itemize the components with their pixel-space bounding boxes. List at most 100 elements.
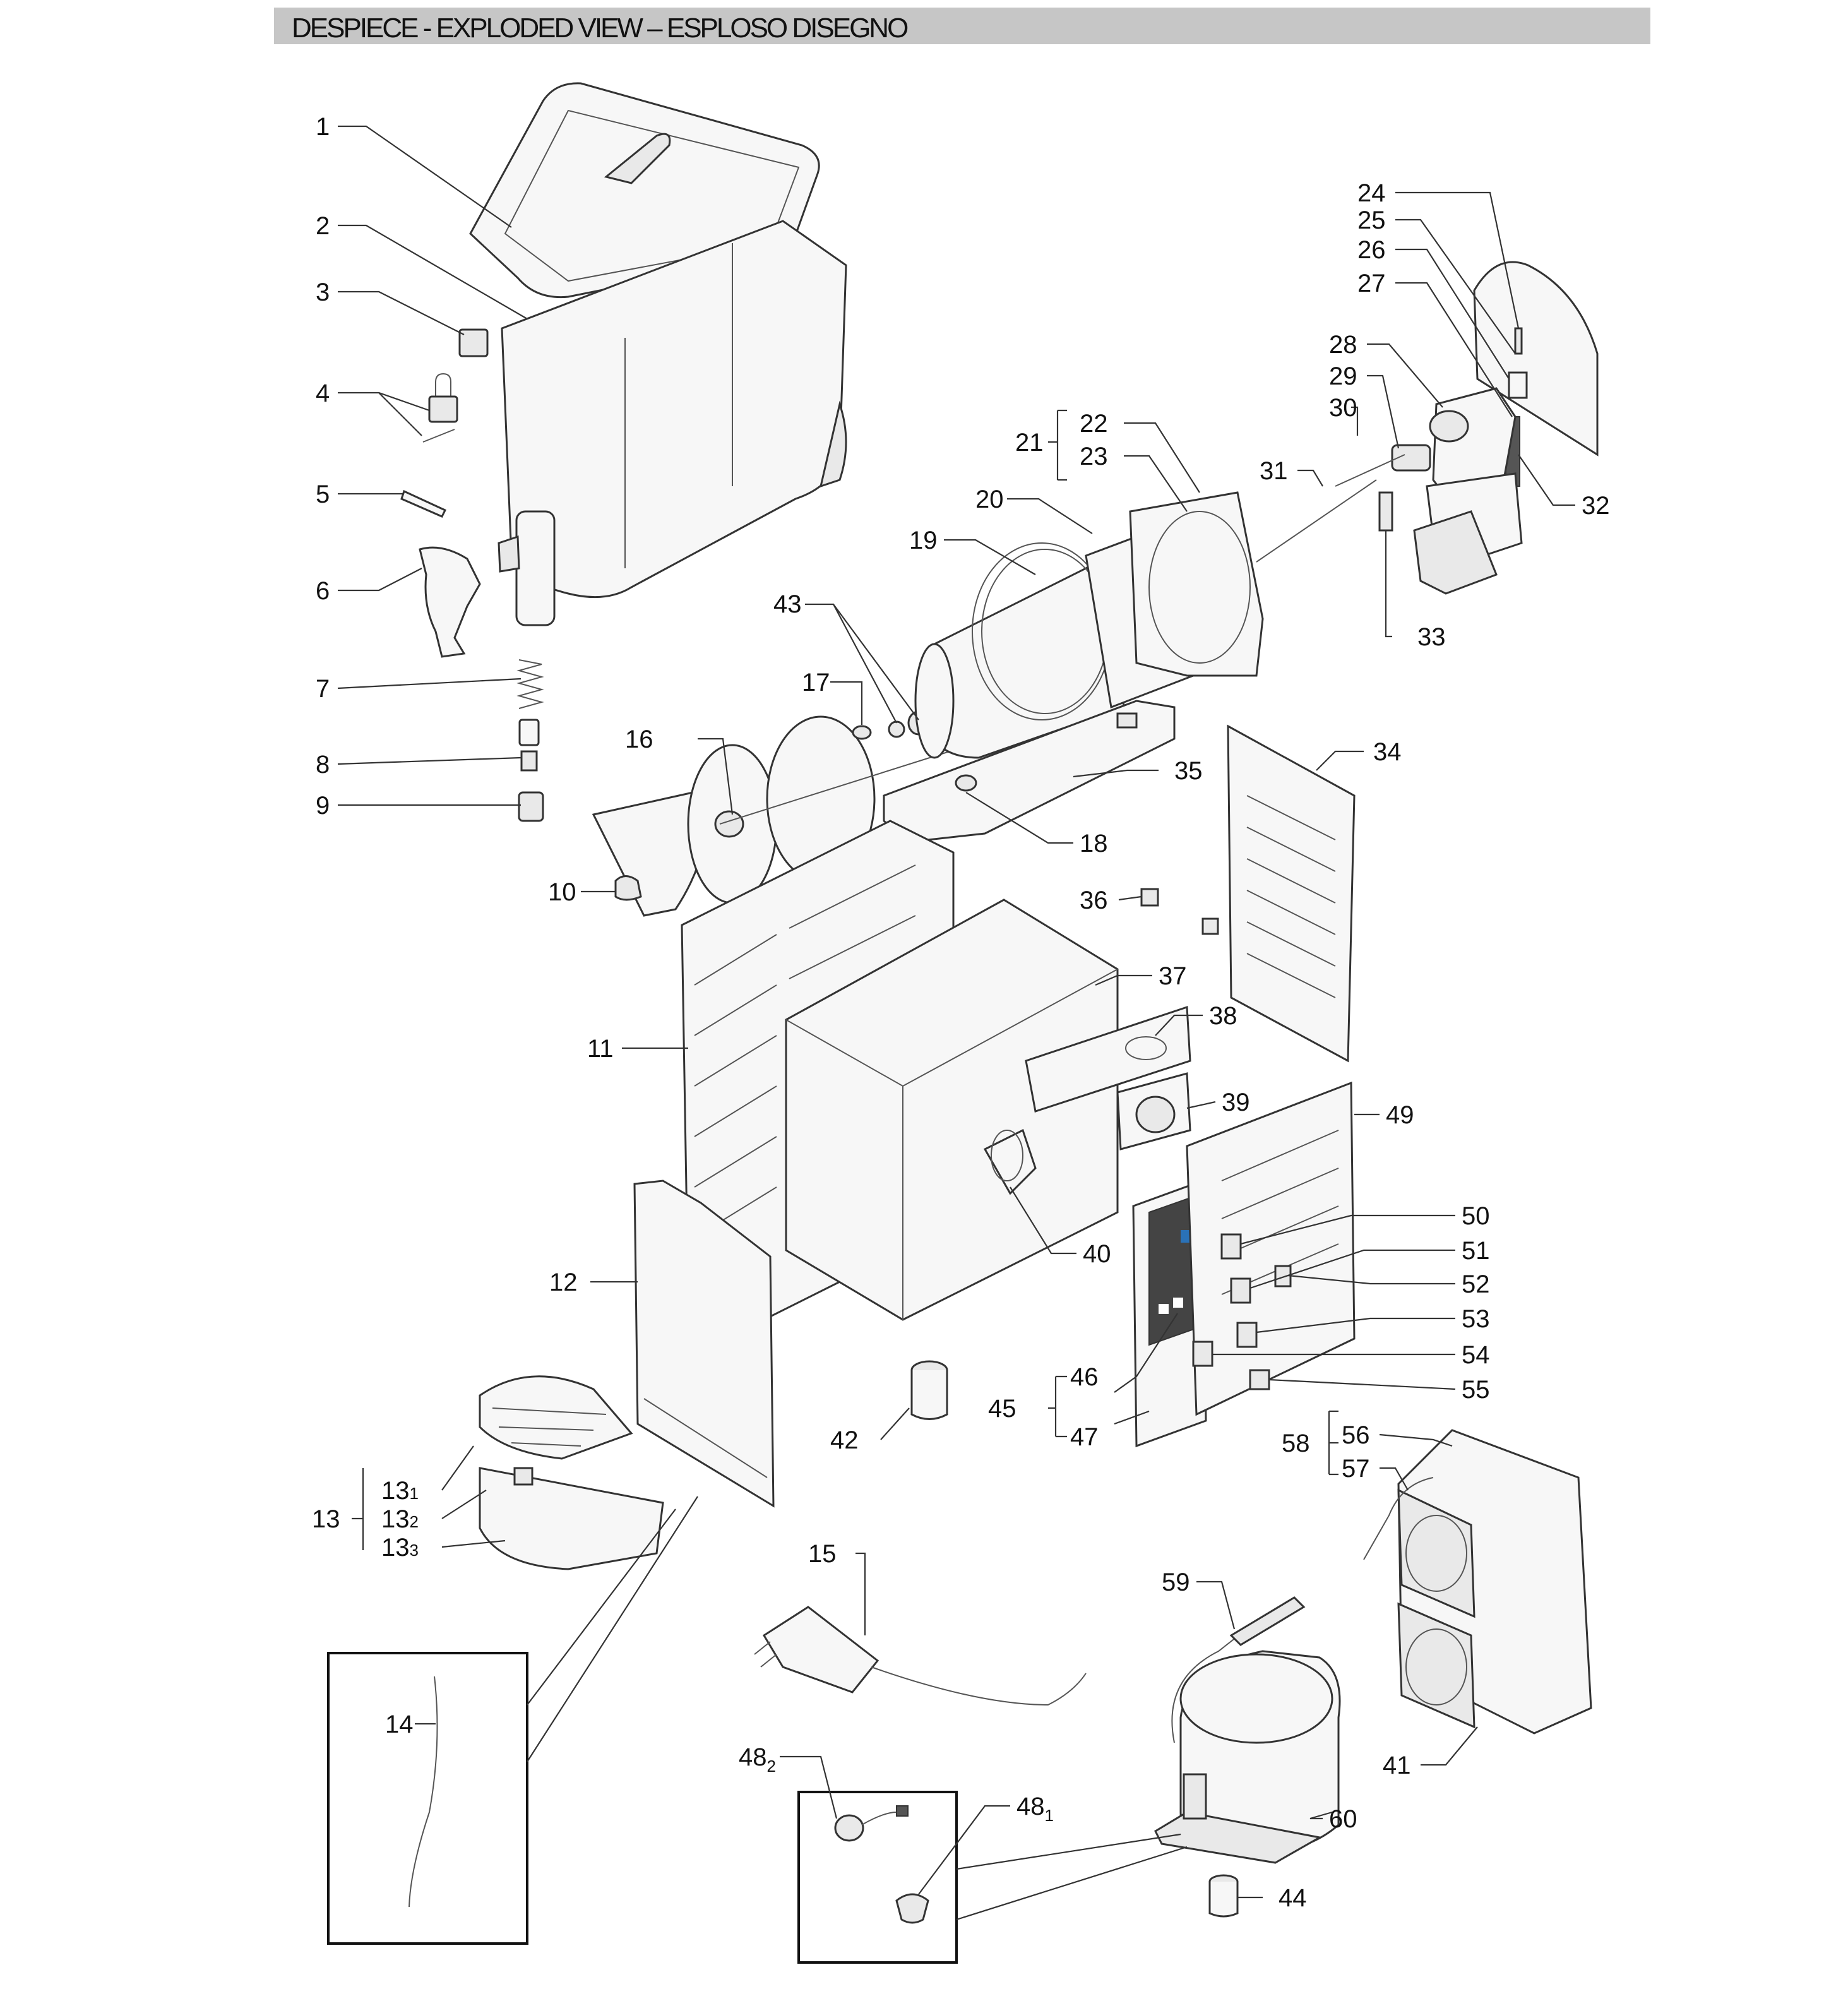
page-title: DESPIECE - EXPLODED VIEW – ESPLOSO DISEG…: [292, 13, 909, 44]
leader-lines: [337, 125, 1575, 1899]
label-12: 12: [549, 1269, 578, 1296]
label-7: 7: [316, 675, 330, 703]
part-8-valve: [518, 719, 540, 772]
part-41-condenser: [1397, 1429, 1592, 1735]
inset-14-pointer: [527, 1496, 698, 1762]
label-32: 32: [1582, 492, 1610, 520]
label-40: 40: [1083, 1240, 1111, 1268]
label-16: 16: [625, 726, 653, 753]
part-38-bracket: [1025, 1005, 1191, 1113]
part-36: [1140, 888, 1159, 907]
label-52: 52: [1462, 1270, 1490, 1298]
part-49-side-panel: [1186, 1081, 1356, 1416]
part-5-pin: [400, 489, 447, 518]
label-55: 55: [1462, 1376, 1490, 1404]
part-56-57-probe: [1363, 1477, 1434, 1560]
label-24: 24: [1357, 179, 1386, 207]
label-39: 39: [1222, 1089, 1250, 1116]
label-13-2: 132: [381, 1505, 419, 1533]
label-48-2: 482: [739, 1743, 776, 1776]
part-labels: 1 2 3 4 5 6 7 8 9 10 11 12 13 131 132 13…: [312, 113, 1610, 1912]
part-48-2-sensor: [834, 1805, 909, 1842]
label-34: 34: [1373, 738, 1402, 766]
part-40-fan-motor: [983, 1128, 1037, 1195]
label-13-3: 133: [381, 1534, 419, 1562]
label-27: 27: [1357, 270, 1386, 297]
label-49: 49: [1386, 1101, 1414, 1129]
label-10: 10: [548, 878, 576, 906]
label-4: 4: [316, 379, 330, 407]
label-2: 2: [316, 212, 330, 240]
label-56: 56: [1342, 1421, 1370, 1449]
part-24-33-gearmotor: [1335, 261, 1599, 595]
label-50: 50: [1462, 1202, 1490, 1230]
part-39-box: [1116, 1072, 1191, 1150]
inset-48-box: [797, 1791, 958, 1964]
tap-valve: [498, 510, 556, 626]
label-60: 60: [1329, 1805, 1357, 1833]
part-17: [852, 725, 872, 740]
part-37-frame: [785, 899, 1119, 1321]
label-20: 20: [975, 486, 1004, 513]
label-46: 46: [1070, 1363, 1099, 1391]
label-35: 35: [1174, 757, 1203, 785]
part-14-tube: [408, 1676, 438, 1908]
label-15: 15: [808, 1540, 837, 1568]
part-7-spring: [516, 659, 544, 709]
label-31: 31: [1260, 457, 1288, 485]
part-34-side-panel: [1227, 724, 1356, 1063]
part-22-23-flange: [1129, 479, 1377, 677]
part-15-power-cord: [754, 1606, 1087, 1706]
label-45: 45: [988, 1395, 1016, 1423]
label-47: 47: [1070, 1423, 1099, 1451]
label-51: 51: [1462, 1237, 1490, 1265]
label-17: 17: [802, 669, 830, 696]
part-10-16-auger: [592, 715, 960, 917]
label-30: 30: [1329, 394, 1357, 422]
label-8: 8: [316, 751, 330, 779]
label-13: 13: [312, 1505, 340, 1533]
label-44: 44: [1279, 1884, 1307, 1912]
label-36: 36: [1080, 887, 1108, 914]
label-1: 1: [316, 113, 330, 141]
part-9-cap: [518, 791, 544, 822]
inset-14-box: [327, 1652, 528, 1945]
label-28: 28: [1329, 331, 1357, 359]
label-23: 23: [1080, 443, 1108, 470]
part-60-compressor: [1154, 1596, 1341, 1864]
part-6-handle: [419, 546, 481, 658]
label-41: 41: [1383, 1752, 1411, 1779]
label-9: 9: [316, 792, 330, 820]
part-3-switch: [458, 328, 489, 357]
label-57: 57: [1342, 1455, 1370, 1483]
label-58: 58: [1282, 1430, 1310, 1457]
label-19: 19: [909, 527, 938, 554]
label-42: 42: [830, 1426, 859, 1454]
label-26: 26: [1357, 236, 1386, 264]
part-4-padlock: [422, 373, 458, 443]
label-5: 5: [316, 481, 330, 508]
label-14: 14: [385, 1711, 414, 1738]
part-13-drip-tray: [479, 1375, 664, 1570]
label-6: 6: [316, 577, 330, 605]
label-29: 29: [1329, 362, 1357, 390]
part-36b: [1201, 917, 1219, 935]
label-21: 21: [1015, 429, 1044, 457]
label-22: 22: [1080, 410, 1108, 438]
label-18: 18: [1080, 830, 1108, 857]
label-13-1: 131: [381, 1477, 419, 1505]
label-48-1: 481: [1016, 1793, 1054, 1825]
inset-48-pointer: [956, 1833, 1188, 1921]
part-48-1-sensor: [895, 1893, 929, 1924]
label-54: 54: [1462, 1341, 1490, 1369]
part-12-front-panel: [633, 1180, 775, 1508]
label-3: 3: [316, 278, 330, 306]
part-18: [955, 774, 977, 792]
label-59: 59: [1162, 1568, 1190, 1596]
label-43: 43: [773, 590, 802, 618]
part-42-foot: [910, 1360, 948, 1420]
label-11: 11: [587, 1035, 614, 1063]
label-53: 53: [1462, 1305, 1490, 1333]
label-37: 37: [1159, 962, 1187, 990]
